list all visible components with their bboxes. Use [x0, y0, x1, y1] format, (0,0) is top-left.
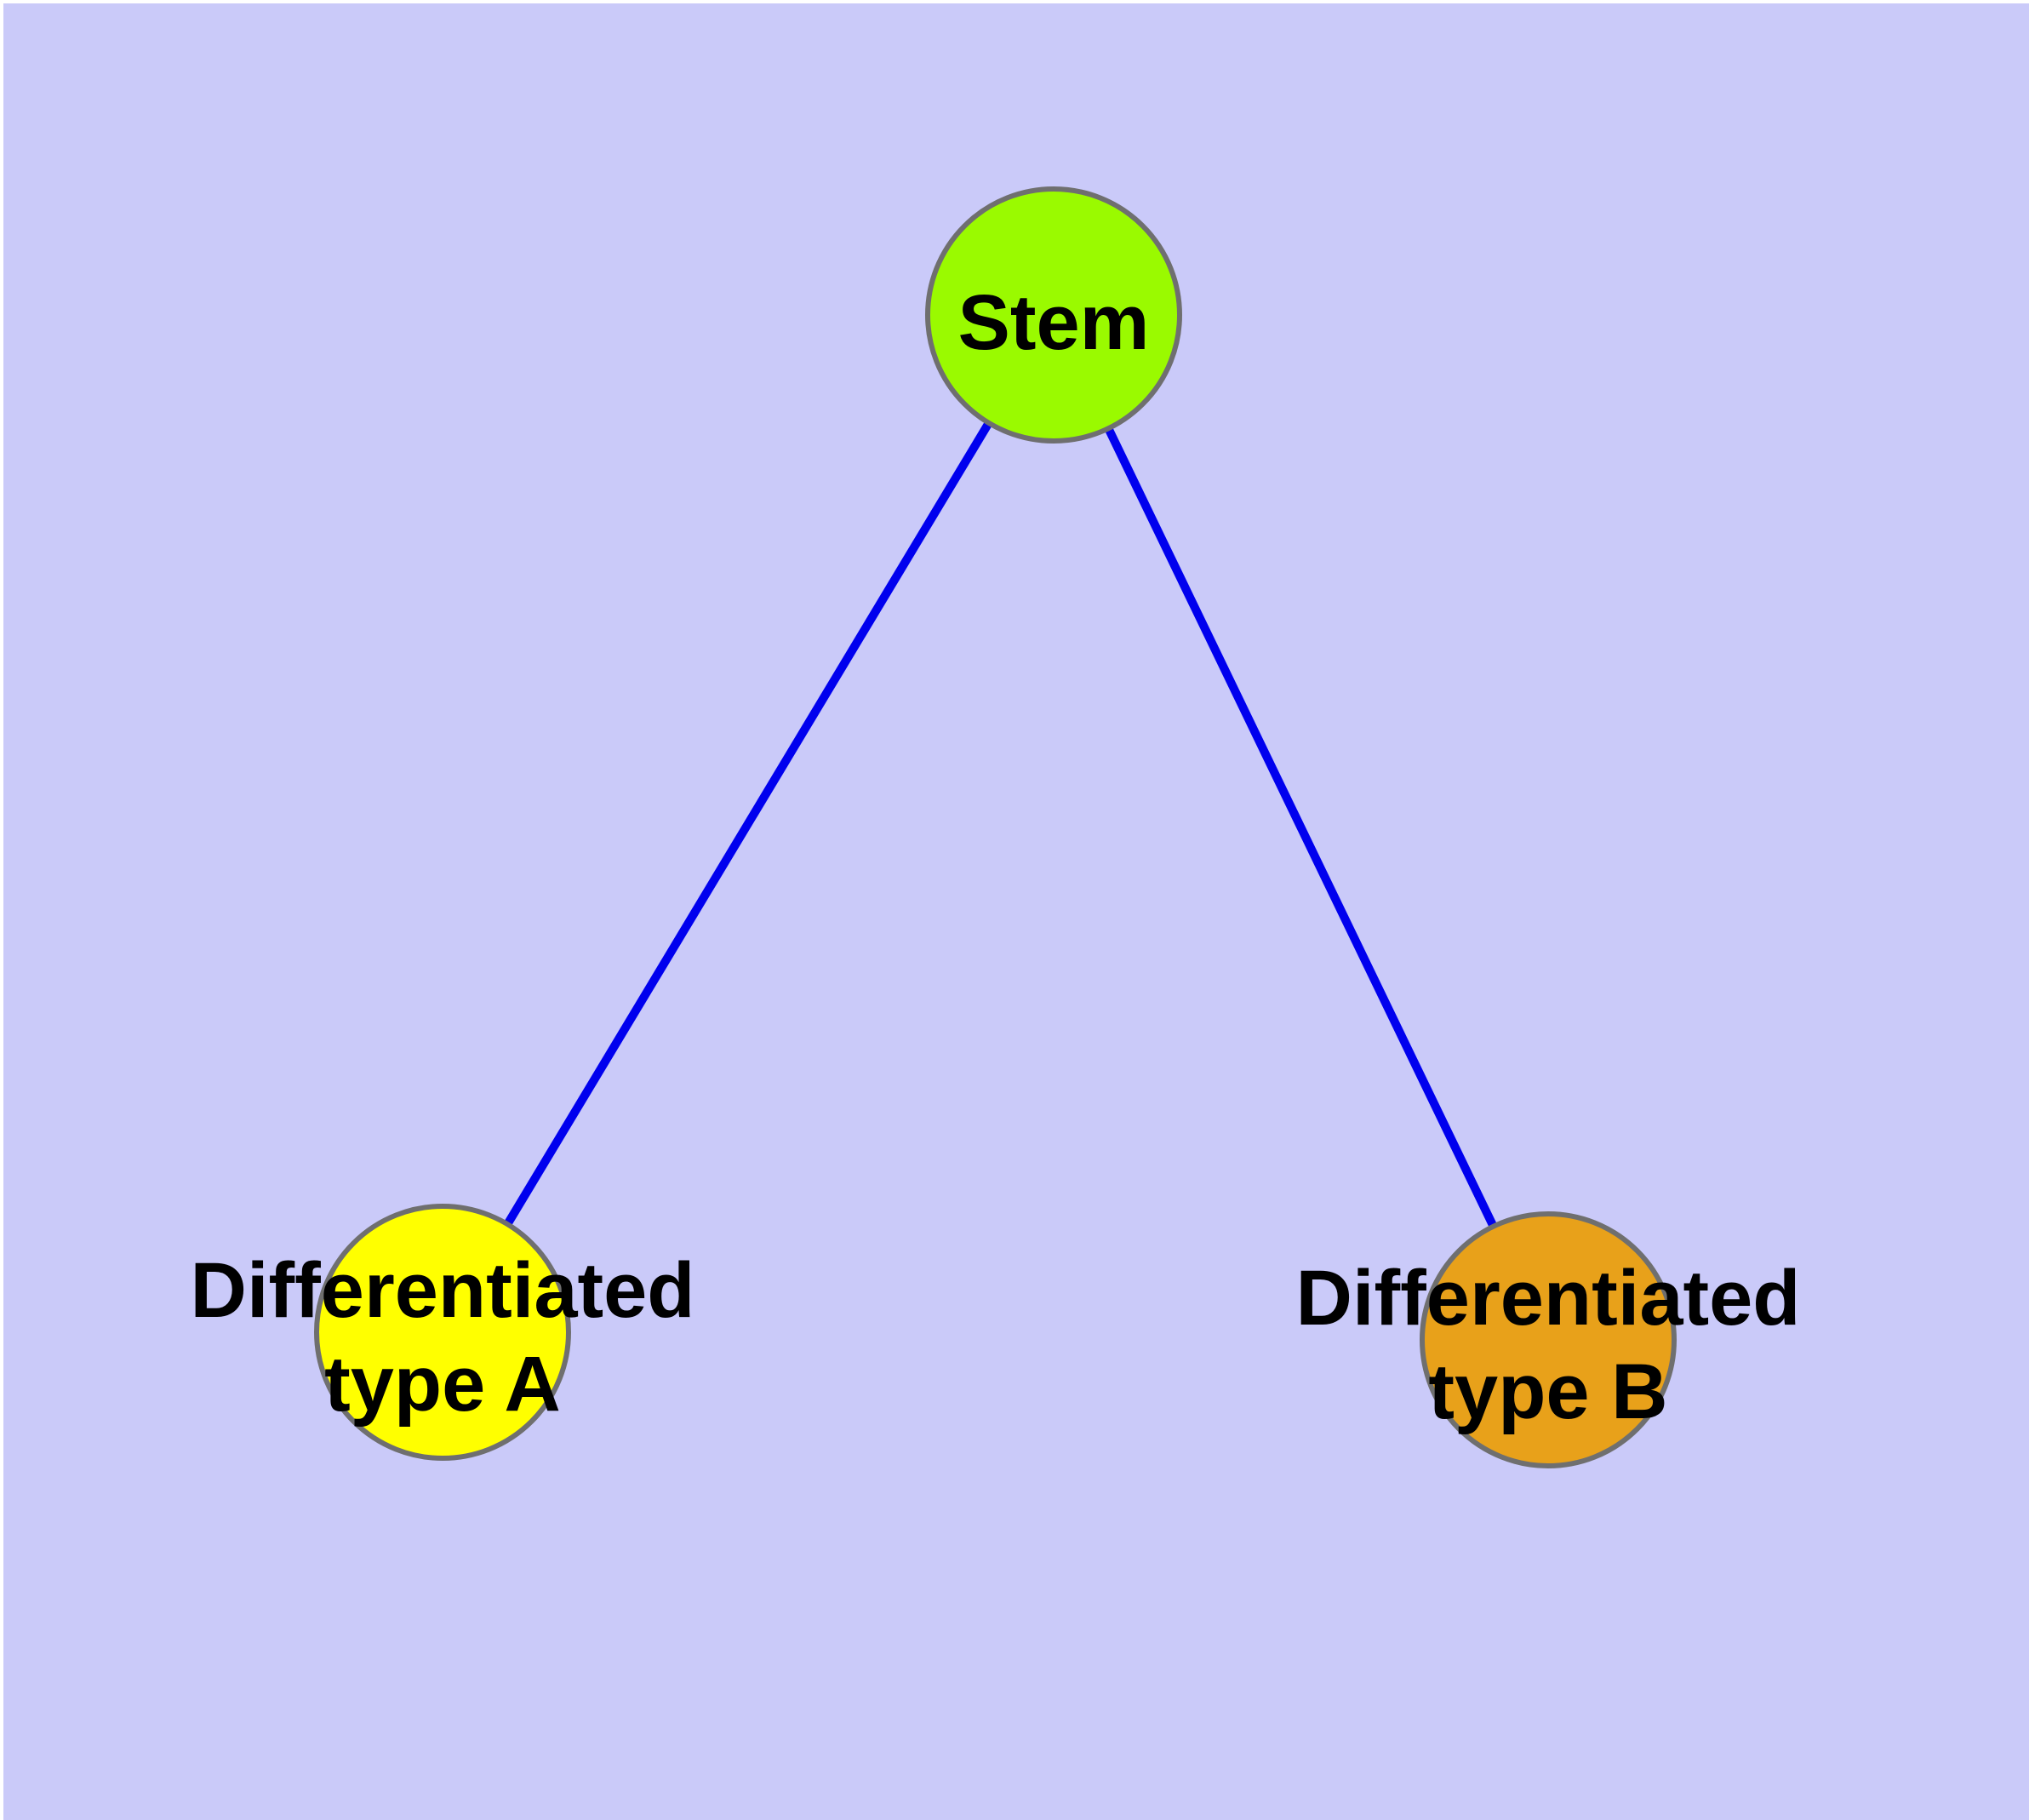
node-type-a-label-line2: type A [324, 1341, 561, 1428]
node-differentiated-type-a [314, 1204, 571, 1461]
edge-stem-to-type-b [1049, 312, 1552, 1342]
node-differentiated-type-b [1420, 1211, 1677, 1468]
edge-stem-to-type-a [438, 312, 1058, 1335]
node-stem-label: Stem [958, 279, 1150, 366]
node-stem [925, 186, 1182, 444]
node-type-a-label-line1: Differentiated [191, 1247, 695, 1334]
node-type-b-label-line2: type B [1428, 1348, 1667, 1435]
node-type-b-label-line1: Differentiated [1296, 1255, 1801, 1342]
